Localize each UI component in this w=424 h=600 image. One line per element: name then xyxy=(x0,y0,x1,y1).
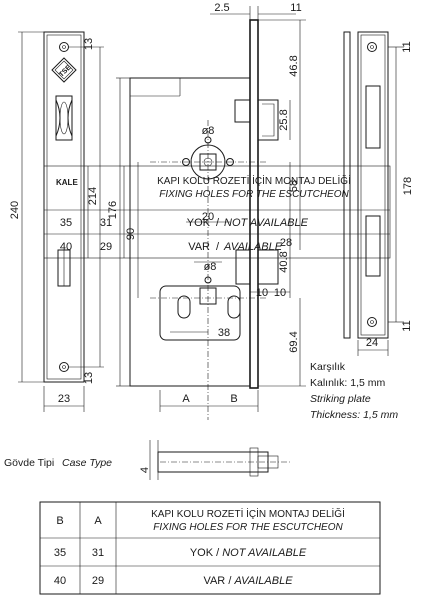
table-row2-status: VAR / AVAILABLE xyxy=(203,575,293,587)
overlay-row1-b: 35 xyxy=(60,217,72,229)
strike-title-en: Striking plate xyxy=(310,393,371,405)
dim-letter-b: B xyxy=(230,393,237,405)
table-row2-tr: VAR xyxy=(203,575,225,587)
dim-40-8: 40.8 xyxy=(278,251,290,272)
strike-top-screw xyxy=(367,42,377,52)
dim-strike-11-top: 11 xyxy=(401,41,413,52)
table-row1-tr: YOK xyxy=(190,547,214,559)
dim-strike-24: 24 xyxy=(366,337,378,349)
cylinder-slot-right xyxy=(227,295,241,319)
table-header-a: A xyxy=(94,515,102,527)
overlay-title-tr: KAPI KOLU ROZETİ İÇİN MONTAJ DELİĞİ xyxy=(157,174,351,187)
dim-46-8: 46.8 xyxy=(288,55,300,76)
case-latch-head xyxy=(257,99,279,141)
tse-logo: TSE xyxy=(51,57,77,83)
dim-strike-178: 178 xyxy=(402,177,414,195)
faceplate-top-screw xyxy=(59,42,69,52)
tse-logo-text: TSE xyxy=(58,64,73,79)
overlay-table: KALE KAPI KOLU ROZETİ İÇİN MONTAJ DELİĞİ… xyxy=(43,165,391,259)
dimension-labels: 2.5 11 13 13 240 214 176 90 46.8 25.8 58… xyxy=(9,2,414,405)
overlay-row2-tr: VAR xyxy=(188,241,210,253)
overlay-row1-sep: / xyxy=(216,217,220,229)
case-type-label-en: Case Type xyxy=(62,457,112,469)
overlay-title-en: FIXING HOLES FOR THE ESCUTCHEON xyxy=(159,189,349,200)
escutcheon-table: B A KAPI KOLU ROZETİ İÇİN MONTAJ DELİĞİ … xyxy=(39,501,381,595)
lock-front-plate xyxy=(249,19,259,389)
table-row2-en: AVAILABLE xyxy=(233,575,293,587)
dim-hole-8-top: ø8 xyxy=(202,125,215,137)
dim-38: 38 xyxy=(218,327,230,339)
table-title-en: FIXING HOLES FOR THE ESCUTCHEON xyxy=(153,522,343,533)
table-row1-sep: / xyxy=(213,547,222,559)
dim-25-8: 25.8 xyxy=(278,109,290,130)
dim-13-top: 13 xyxy=(83,38,95,50)
strike-deadbolt-hole xyxy=(365,215,381,277)
overlay-row2-sep: / xyxy=(216,241,220,253)
case-type: Gövde Tipi Case Type 4 xyxy=(4,440,290,480)
strike-plate-outline xyxy=(357,31,389,339)
dimension-lines xyxy=(18,6,404,412)
dim-hole-8-bottom: ø8 xyxy=(204,261,217,273)
dim-side-4: 4 xyxy=(139,467,151,473)
overlay-row2-b: 40 xyxy=(60,241,72,253)
strike-bottom-screw xyxy=(367,317,377,327)
dim-20: 20 xyxy=(202,211,214,223)
table-row1-status: YOK / NOT AVAILABLE xyxy=(190,547,307,559)
overlay-row1-a: 31 xyxy=(100,217,112,229)
overlay-row1-en: NOT AVAILABLE xyxy=(224,217,309,229)
dim-letter-a: A xyxy=(182,393,190,405)
strike-thickness-tr: Kalınlık: 1,5 mm xyxy=(310,377,386,389)
faceplate-outline xyxy=(43,31,85,383)
dim-240: 240 xyxy=(9,201,21,219)
strike-side-profile xyxy=(343,31,351,339)
strike-thickness-en: Thickness: 1,5 mm xyxy=(310,409,398,421)
table-row2-a: 29 xyxy=(92,575,104,587)
table-row2-sep: / xyxy=(225,575,234,587)
strike-plate-note: Karşılık Kalınlık: 1,5 mm Striking plate… xyxy=(310,361,398,421)
table-title-tr: KAPI KOLU ROZETİ İÇİN MONTAJ DELİĞİ xyxy=(151,507,345,520)
strike-title-tr: Karşılık xyxy=(310,361,346,373)
table-row1-b: 35 xyxy=(54,547,66,559)
dim-58: 58 xyxy=(288,180,300,192)
case-latch xyxy=(234,99,251,123)
cylinder-slot-left xyxy=(177,295,191,319)
faceplate: TSE xyxy=(43,31,85,383)
dim-13-bottom: 13 xyxy=(83,372,95,384)
dim-28: 28 xyxy=(280,237,292,249)
case-side-view: 4 xyxy=(139,440,290,480)
overlay-brand: KALE xyxy=(56,178,78,187)
table-header-b: B xyxy=(56,515,63,527)
faceplate-inner-edge xyxy=(46,34,82,380)
faceplate-bottom-screw xyxy=(59,362,69,372)
case-deadbolt xyxy=(235,249,251,285)
strike-latch-hole xyxy=(365,85,381,149)
overlay-row1-tr: YOK xyxy=(187,217,211,229)
escutcheon-hole-right xyxy=(226,158,234,166)
case-deadbolt-head xyxy=(257,249,279,285)
dim-214: 214 xyxy=(87,187,99,205)
dim-10-b: 10 xyxy=(274,287,286,299)
dim-10-a: 10 xyxy=(256,287,268,299)
table-row1-en: NOT AVAILABLE xyxy=(222,547,307,559)
dim-69-4: 69.4 xyxy=(288,331,300,352)
case-type-label-tr: Gövde Tipi xyxy=(4,457,54,469)
table-row2-b: 40 xyxy=(54,575,66,587)
overlay-row2-en: AVAILABLE xyxy=(223,241,283,253)
strike-plate xyxy=(343,31,389,339)
dim-strike-11-bottom: 11 xyxy=(401,320,413,331)
lock-case xyxy=(129,19,279,420)
table-row1-a: 31 xyxy=(92,547,104,559)
latch-bolt xyxy=(55,95,73,141)
dim-2-5: 2.5 xyxy=(214,2,229,14)
escutcheon-hole-left xyxy=(182,158,190,166)
dim-11-top: 11 xyxy=(290,2,301,14)
dim-23: 23 xyxy=(58,393,70,405)
overlay-row2-a: 29 xyxy=(100,241,112,253)
